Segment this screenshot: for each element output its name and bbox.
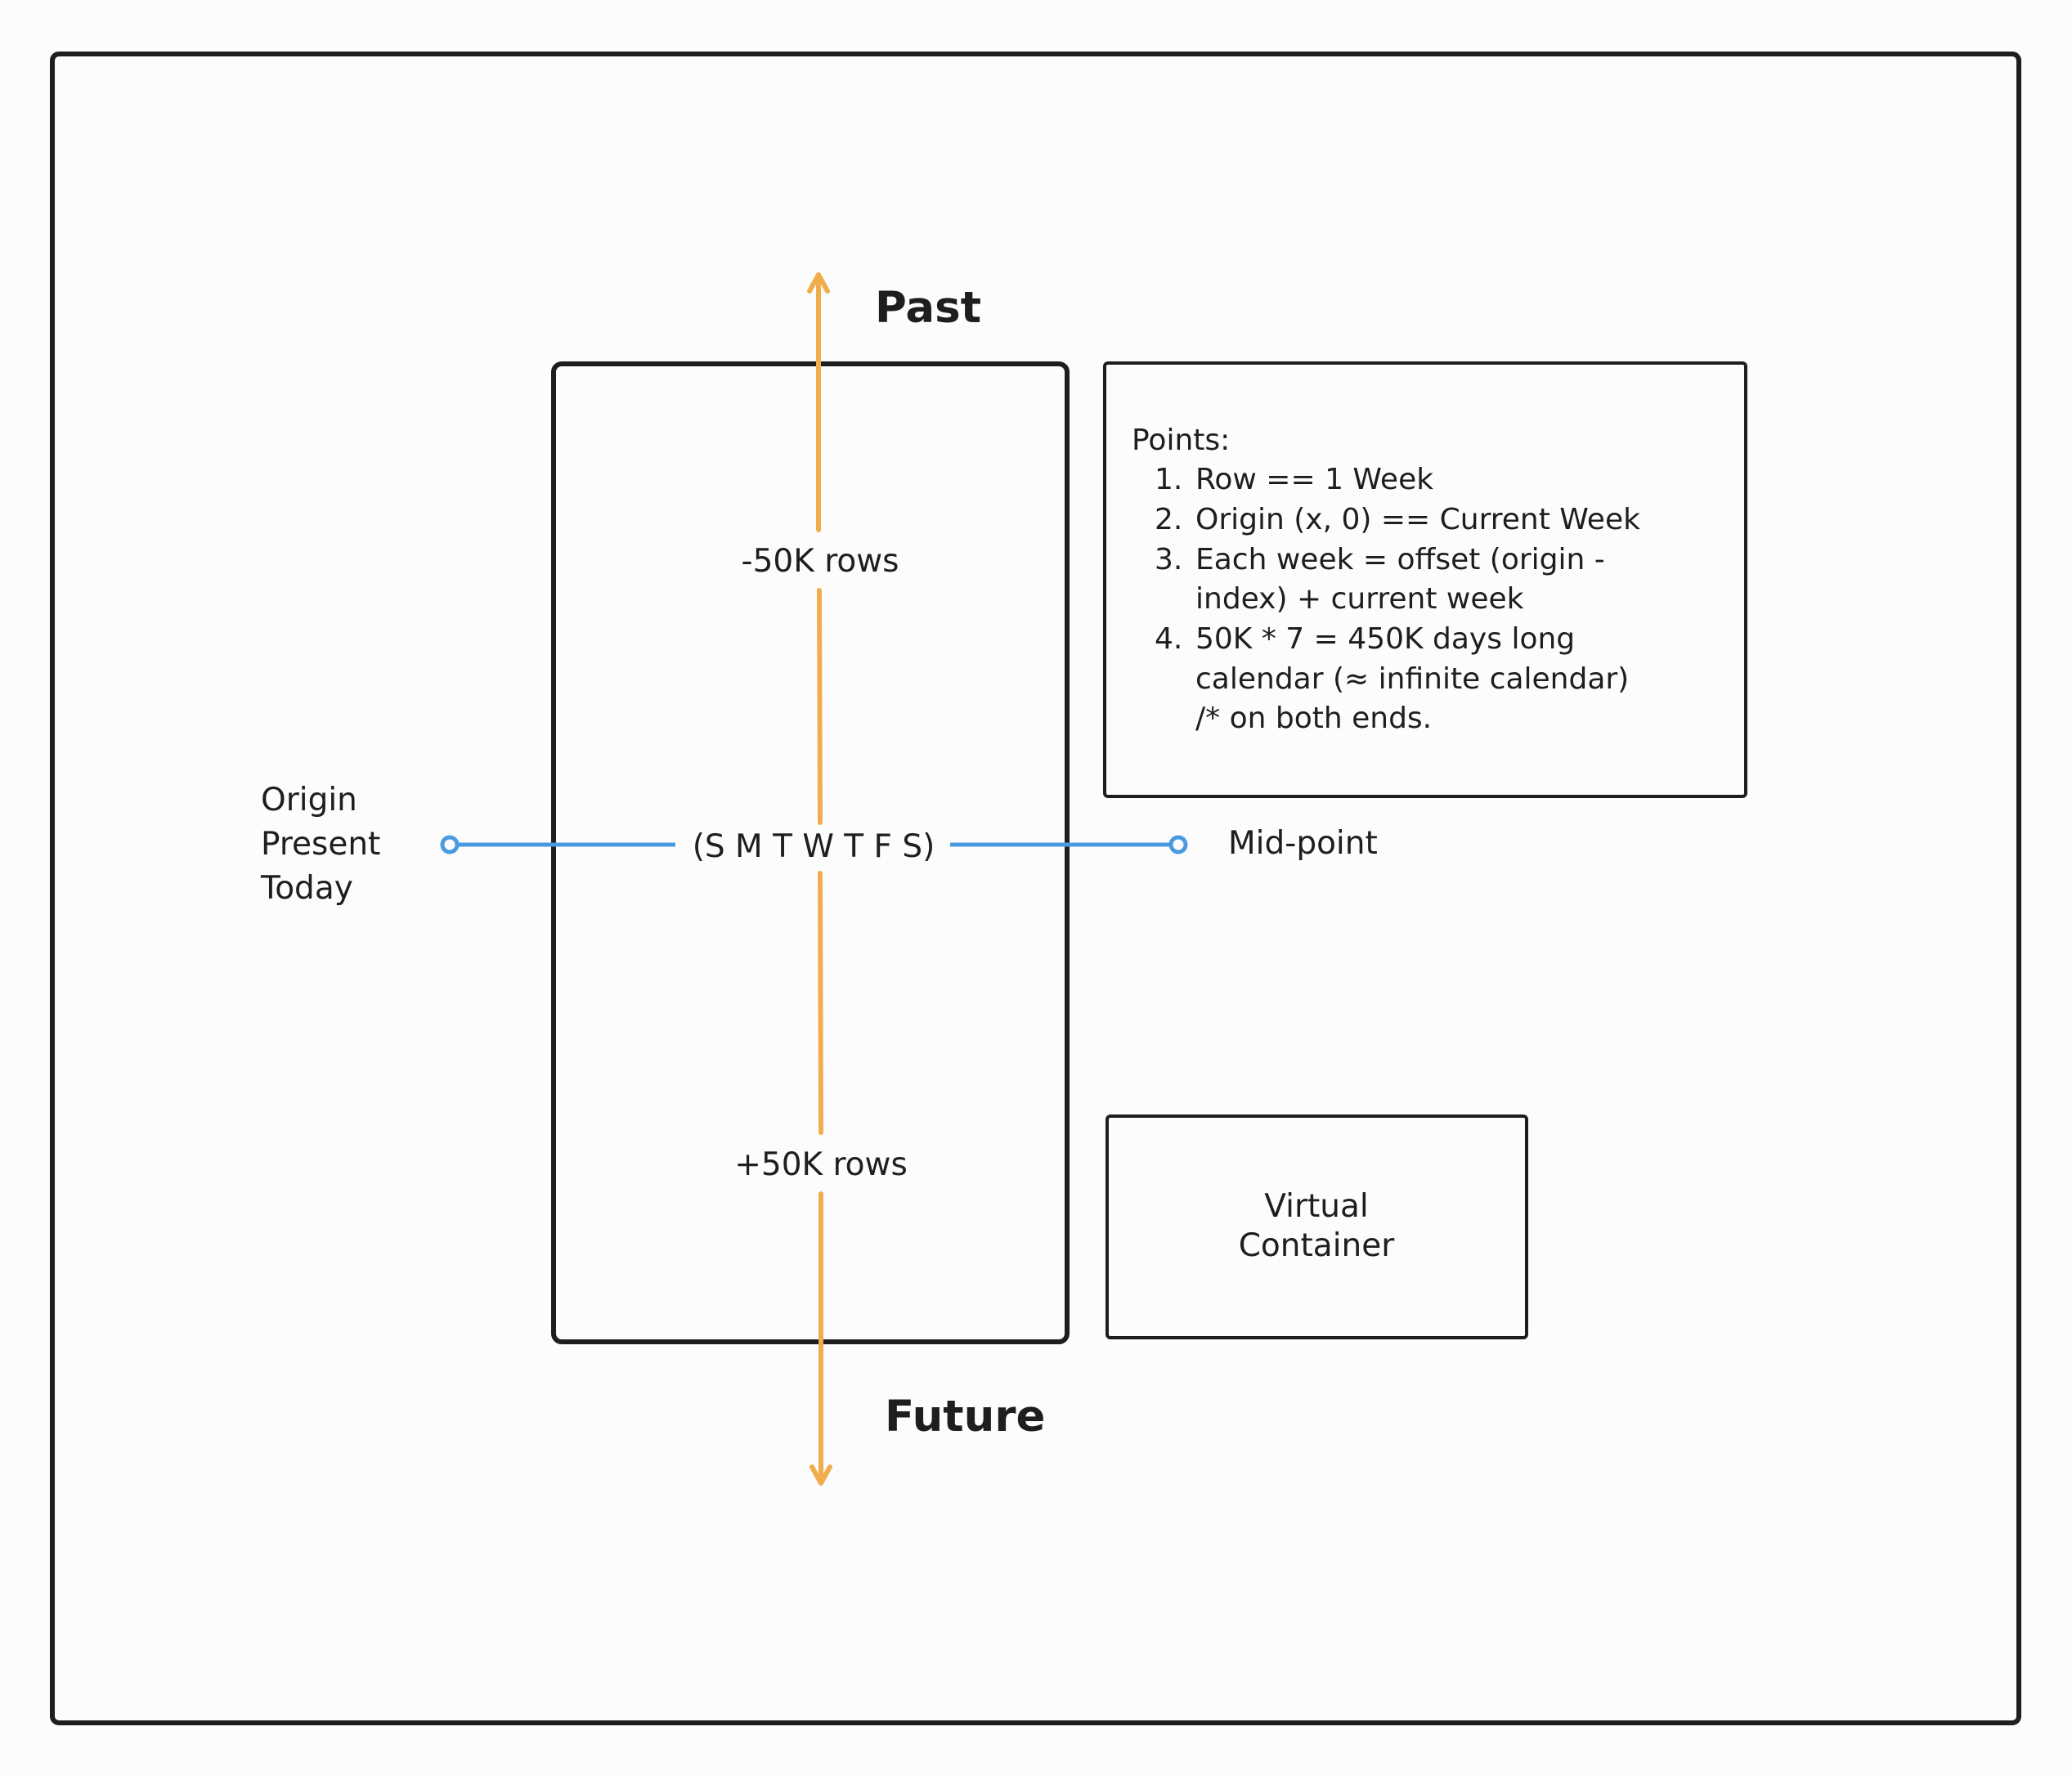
mid-point-endpoint (1168, 835, 1188, 854)
plus-rows-label: +50K rows (734, 1146, 908, 1183)
minus-rows-label: -50K rows (742, 543, 899, 580)
outer-frame (50, 52, 2021, 1725)
notes-list: Points: 1. Row == 1 Week 2. Origin (x, 0… (1132, 424, 1640, 735)
virtual-container-box (1106, 1114, 1528, 1339)
virtual-container-label-line: Container (1239, 1227, 1396, 1264)
origin-endpoint (440, 835, 460, 854)
note-number: 3. (1155, 543, 1182, 576)
notes-heading: Points: (1132, 424, 1230, 457)
note-line: Each week = offset (origin - (1195, 543, 1605, 576)
time-axis-arrow (807, 272, 832, 1486)
mid-point-label: Mid-point (1228, 825, 1378, 862)
week-row-label: (S M T W T F S) (693, 828, 935, 865)
calendar-viewport-box (551, 361, 1070, 1344)
origin-line (440, 835, 1188, 854)
future-label: Future (885, 1392, 1045, 1442)
note-line: 50K * 7 = 450K days long (1195, 622, 1575, 656)
note-line: Row == 1 Week (1195, 463, 1433, 496)
future-arrowhead (810, 1464, 832, 1486)
note-number: 1. (1155, 463, 1182, 496)
virtual-container-label-line: Virtual (1264, 1188, 1368, 1225)
origin-label: Origin Present Today (260, 782, 380, 907)
note-line: Origin (x, 0) == Current Week (1195, 503, 1640, 536)
origin-label-line: Today (260, 870, 353, 907)
past-arrowhead (807, 272, 830, 294)
notes-box (1103, 361, 1747, 798)
origin-label-line: Present (261, 826, 380, 863)
note-number: 2. (1155, 503, 1182, 536)
past-label: Past (875, 283, 981, 333)
origin-label-line: Origin (261, 782, 357, 818)
note-line: calendar (≈ infinite calendar) (1195, 662, 1629, 696)
note-number: 4. (1155, 622, 1182, 656)
note-line: /* on both ends. (1195, 702, 1432, 735)
note-line: index) + current week (1195, 582, 1524, 616)
